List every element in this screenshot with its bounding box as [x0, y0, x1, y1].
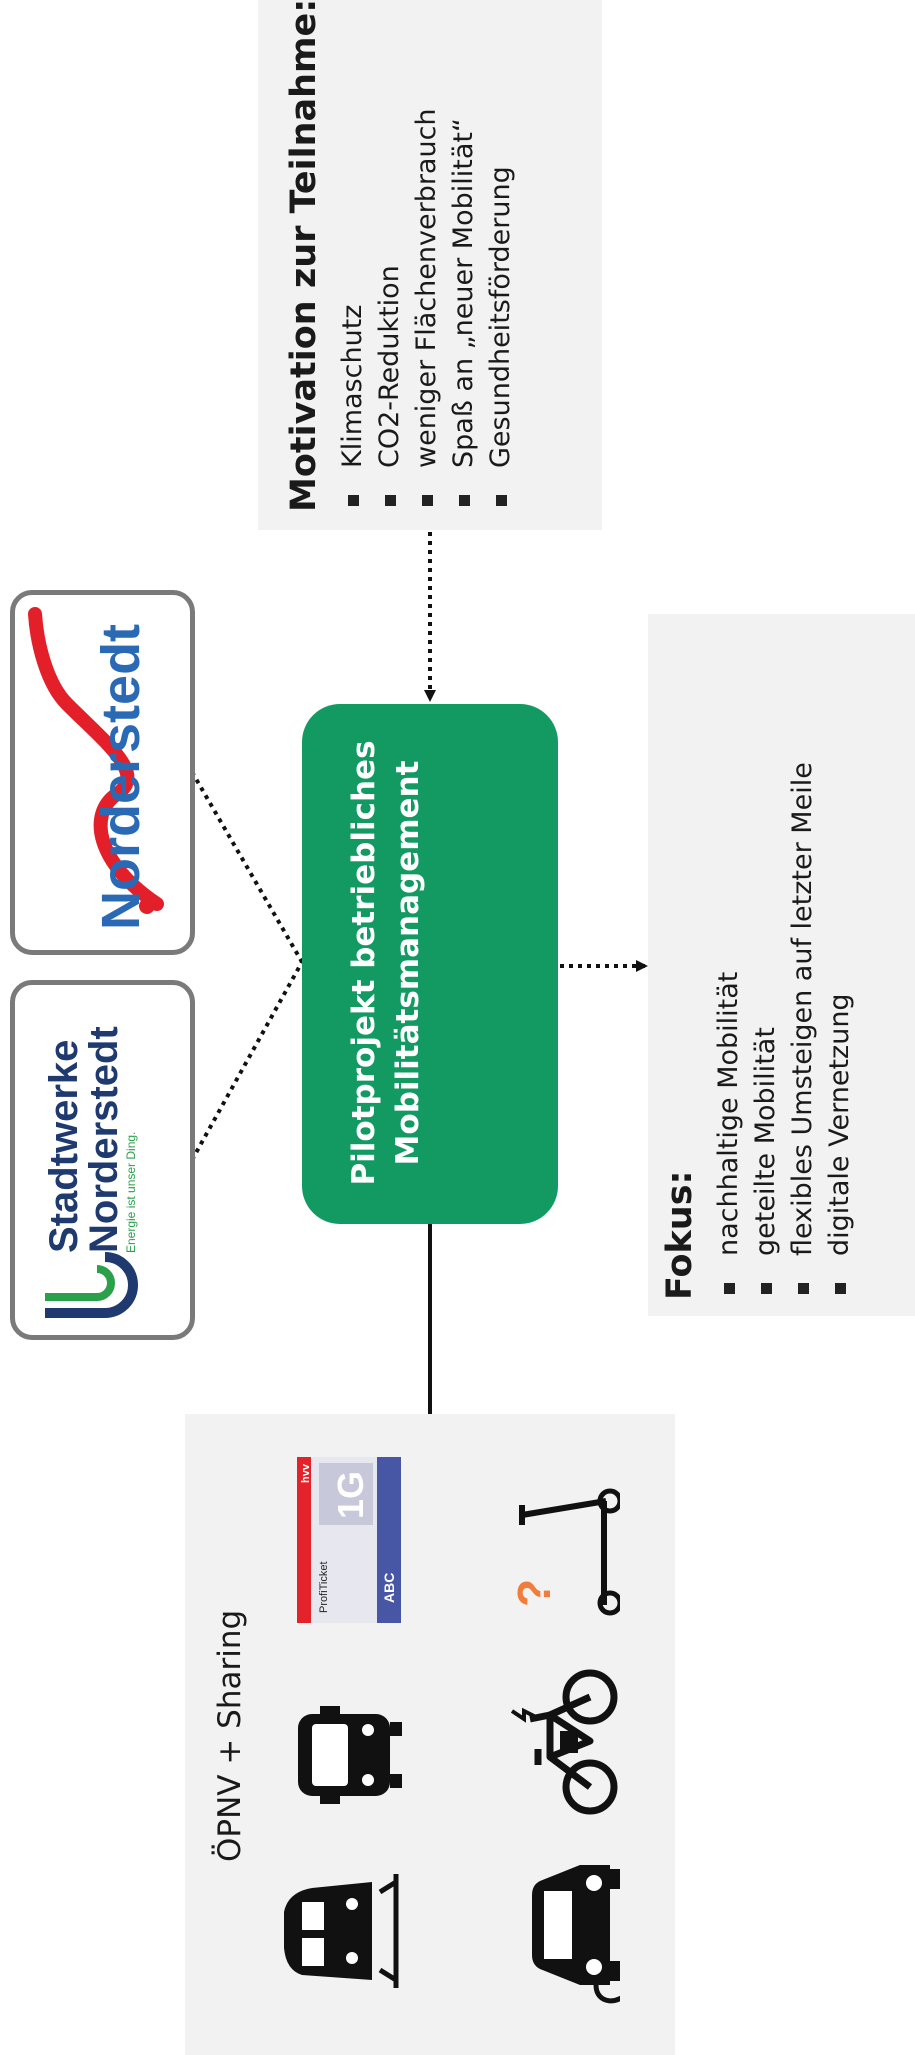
e-bike-icon [510, 1669, 618, 1815]
motivation-item: CO2-Reduktion [371, 0, 408, 512]
norderstedt-logo: Norderstedt [28, 607, 164, 930]
connector-norderstedt [190, 770, 304, 964]
bus-icon [298, 1706, 402, 1804]
focus-item: digitale Vernetzung [821, 762, 858, 1300]
focus-title: Fokus: [660, 1170, 700, 1300]
focus-list: nachhaltige Mobilität geteilte Mobilität… [710, 762, 858, 1300]
bullet-icon [385, 495, 396, 506]
stadtwerke-line2: Norderstedt [82, 1026, 126, 1253]
bullet-icon [459, 495, 470, 506]
train-icon [284, 1874, 399, 1988]
focus-panel [648, 614, 915, 1316]
motivation-title: Motivation zur Teilnahme: [284, 0, 324, 512]
scooter-question-mark: ? [510, 1579, 560, 1607]
ticket-zone: 1G [330, 1471, 371, 1519]
focus-item: flexibles Umsteigen auf letzter Meile [784, 762, 821, 1300]
stadtwerke-line1: Stadtwerke [42, 1040, 86, 1253]
motivation-item: Spaß an „neuer Mobilität“ [445, 0, 482, 512]
motivation-panel [258, 0, 602, 530]
stadtwerke-tagline: Energie ist unser Ding. [124, 1132, 138, 1253]
motivation-item: Gesundheitsförderung [482, 0, 519, 512]
bullet-icon [724, 1283, 735, 1294]
bullet-icon [422, 495, 433, 506]
bullet-icon [761, 1283, 772, 1294]
norderstedt-text: Norderstedt [91, 624, 151, 930]
focus-item: geteilte Mobilität [747, 762, 784, 1300]
ticket-icon: 1G ProfiTicket ABC hvv [297, 1457, 401, 1623]
stadtwerke-logo-card [10, 980, 195, 1340]
stadtwerke-logo: Stadtwerke Norderstedt Energie ist unser… [42, 1026, 138, 1318]
bullet-icon [798, 1283, 809, 1294]
focus-content: Fokus: nachhaltige Mobilität geteilte Mo… [660, 762, 858, 1300]
sharing-title: ÖPNV + Sharing [212, 1609, 248, 1862]
connector-stadtwerke [190, 961, 304, 1161]
bullet-icon [835, 1283, 846, 1294]
center-box [302, 704, 558, 1224]
bullet-icon [496, 495, 507, 506]
center-label: Pilotprojekt betriebliches Mobilitätsman… [342, 728, 430, 1198]
ticket-brand: hvv [300, 1463, 312, 1483]
e-scooter-icon: ? [510, 1488, 620, 1616]
ticket-name: ProfiTicket [318, 1561, 330, 1613]
electric-car-icon [532, 1865, 620, 2004]
motivation-item: Klimaschutz [334, 0, 371, 512]
focus-item: nachhaltige Mobilität [710, 762, 747, 1300]
center-line1: Pilotprojekt betriebliches [346, 740, 382, 1186]
motivation-item: weniger Flächenverbrauch [408, 0, 445, 512]
center-line2: Mobilitätsmanagement [390, 760, 426, 1166]
ticket-abc: ABC [381, 1573, 397, 1603]
motivation-list: Klimaschutz CO2-Reduktion weniger Fläche… [334, 0, 519, 512]
motivation-content: Motivation zur Teilnahme: Klimaschutz CO… [284, 0, 519, 512]
bullet-icon [348, 495, 359, 506]
